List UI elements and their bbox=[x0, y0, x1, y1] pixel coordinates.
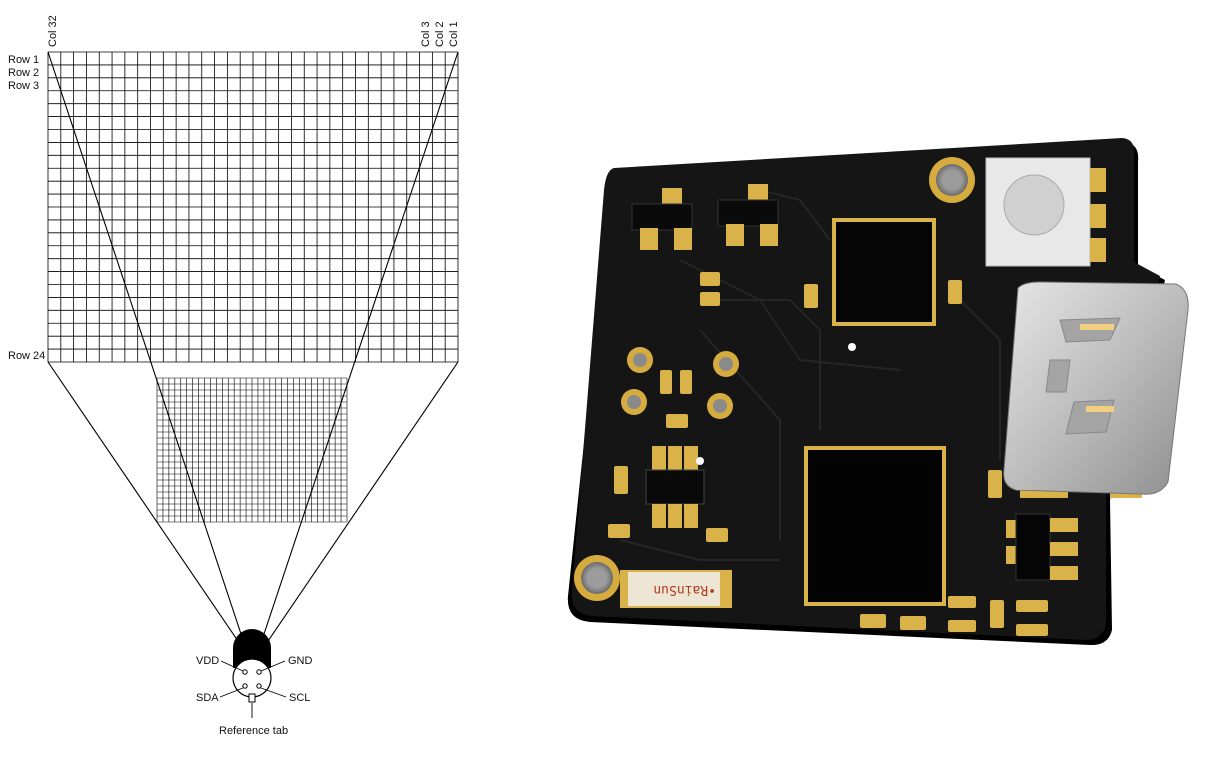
mcu-chip bbox=[804, 446, 946, 606]
reference-tab-shape bbox=[249, 694, 255, 702]
sensor-base bbox=[233, 659, 271, 697]
pcb-render: •RainSun bbox=[568, 138, 1188, 645]
pin-gnd bbox=[257, 670, 261, 674]
silkscreen-text: •RainSun bbox=[653, 582, 716, 597]
scl-label: SCL bbox=[289, 692, 310, 704]
fuse-component: •RainSun bbox=[620, 570, 732, 608]
tactile-button bbox=[986, 158, 1106, 266]
col-32-label: Col 32 bbox=[47, 15, 59, 47]
row-2-label: Row 2 bbox=[8, 67, 39, 79]
soic-chip bbox=[646, 446, 704, 528]
vdd-label: VDD bbox=[196, 655, 219, 667]
outer-pixel-grid bbox=[48, 52, 458, 362]
row-3-label: Row 3 bbox=[8, 80, 39, 92]
reference-tab-label: Reference tab bbox=[219, 725, 288, 737]
projection-line bbox=[48, 52, 243, 640]
projection-line bbox=[48, 362, 240, 644]
pin1-marker bbox=[848, 343, 856, 351]
col-1-label: Col 1 bbox=[448, 21, 460, 47]
row-24-label: Row 24 bbox=[8, 350, 45, 362]
pin-sda bbox=[243, 684, 247, 688]
gnd-label: GND bbox=[288, 655, 313, 667]
projection-line bbox=[266, 362, 458, 644]
sensor-package: VDD GND SDA SCL Reference tab bbox=[196, 629, 313, 737]
usb-c-connector bbox=[1004, 282, 1189, 498]
row-1-label: Row 1 bbox=[8, 54, 39, 66]
pin-scl bbox=[257, 684, 261, 688]
voltage-regulator bbox=[1006, 514, 1078, 580]
inner-pixel-grid bbox=[157, 378, 347, 522]
col-3-label: Col 3 bbox=[420, 21, 432, 47]
pin-vdd bbox=[243, 670, 247, 674]
sda-label: SDA bbox=[196, 692, 219, 704]
col-2-label: Col 2 bbox=[434, 21, 446, 47]
sensor-cap bbox=[233, 629, 271, 656]
fov-diagram: Col 32 Col 3 Col 2 Col 1 Row 1 Row 2 Row… bbox=[8, 15, 460, 737]
